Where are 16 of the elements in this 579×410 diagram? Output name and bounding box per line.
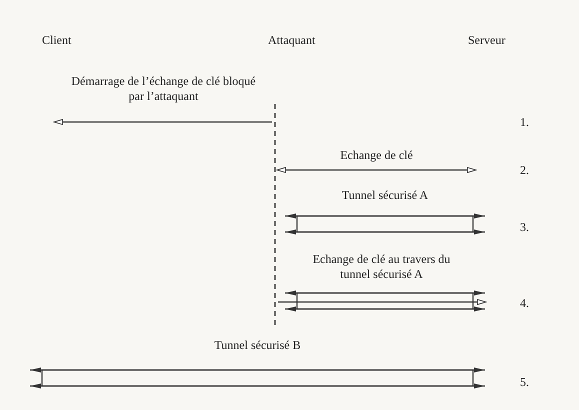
participant-name: Attaquant xyxy=(268,33,316,48)
step-number: 2. xyxy=(520,163,529,178)
participant-name: Client xyxy=(42,33,72,48)
tunnel-title: Tunnel sécurisé B xyxy=(213,338,302,353)
step-number: 1. xyxy=(520,115,529,130)
edge-label: Echange de clé xyxy=(339,148,414,163)
arrow xyxy=(54,119,272,125)
participant-name: Serveur xyxy=(468,33,506,48)
step-number: 5. xyxy=(520,375,529,390)
step-number: 3. xyxy=(520,220,529,235)
edge-label: Echange de clé au travers du tunnel sécurisé A xyxy=(312,252,452,282)
step-number: 4. xyxy=(520,296,529,311)
tunnel-title: Tunnel sécurisé A xyxy=(340,188,430,203)
arrow xyxy=(278,299,486,305)
edge-label: Démarrage de l’échange de clé bloqué par l’attaquant xyxy=(71,74,256,104)
arrow xyxy=(276,167,476,173)
